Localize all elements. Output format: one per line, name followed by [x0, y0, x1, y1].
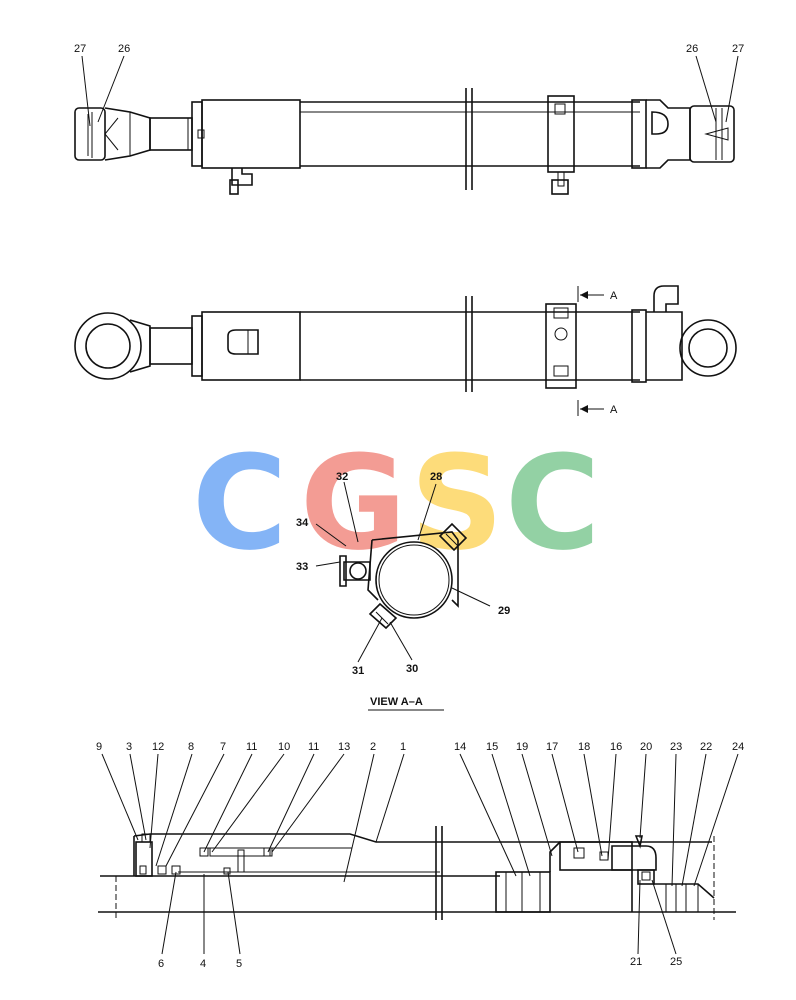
label-26-left: 26: [118, 43, 130, 55]
cylinder-top-view: 27 26 26 27: [74, 43, 744, 195]
watermark-letter-s: S: [410, 427, 504, 579]
label-33: 33: [296, 561, 308, 573]
label-3: 3: [126, 741, 132, 753]
watermark-letter-c2: C: [505, 427, 600, 579]
label-1: 1: [400, 741, 406, 753]
section-a-bottom: A: [610, 404, 618, 416]
label-16: 16: [610, 741, 622, 753]
label-34: 34: [296, 517, 309, 529]
watermark-letter-g: G: [300, 427, 407, 579]
label-9: 9: [96, 741, 102, 753]
label-21: 21: [630, 956, 642, 968]
label-18: 18: [578, 741, 590, 753]
label-29: 29: [498, 605, 510, 617]
label-27-right: 27: [732, 43, 744, 55]
label-14: 14: [454, 741, 466, 753]
label-12: 12: [152, 741, 164, 753]
label-2: 2: [370, 741, 376, 753]
label-24: 24: [732, 741, 744, 753]
label-6: 6: [158, 958, 164, 970]
label-19: 19: [516, 741, 528, 753]
label-11-a: 11: [246, 741, 257, 753]
view-a-a: 28 32 34 33 29 31 30 VIEW A–A: [296, 471, 510, 711]
cylinder-side-view: A A: [74, 285, 737, 416]
label-27-left: 27: [74, 43, 86, 55]
view-a-a-title: VIEW A–A: [370, 696, 423, 708]
label-23: 23: [670, 741, 682, 753]
label-30: 30: [406, 663, 418, 675]
label-25: 25: [670, 956, 682, 968]
label-10: 10: [278, 741, 290, 753]
label-13: 13: [338, 741, 350, 753]
label-4: 4: [200, 958, 206, 970]
label-26-right: 26: [686, 43, 698, 55]
label-11-b: 11: [308, 741, 319, 753]
label-22: 22: [700, 741, 712, 753]
label-32: 32: [336, 471, 348, 483]
watermark-letter-c1: C: [192, 427, 287, 579]
label-28: 28: [430, 471, 442, 483]
label-7: 7: [220, 741, 226, 753]
label-5: 5: [236, 958, 242, 970]
cylinder-section-view: 9 3 12 8 7 11 10 11 13 2 1 14 15 19 17 1…: [96, 741, 744, 970]
label-31: 31: [352, 665, 364, 677]
label-15: 15: [486, 741, 498, 753]
label-8: 8: [188, 741, 194, 753]
label-17: 17: [546, 741, 558, 753]
section-a-top: A: [610, 290, 618, 302]
label-20: 20: [640, 741, 652, 753]
cgsc-watermark: C G S C: [192, 427, 600, 579]
